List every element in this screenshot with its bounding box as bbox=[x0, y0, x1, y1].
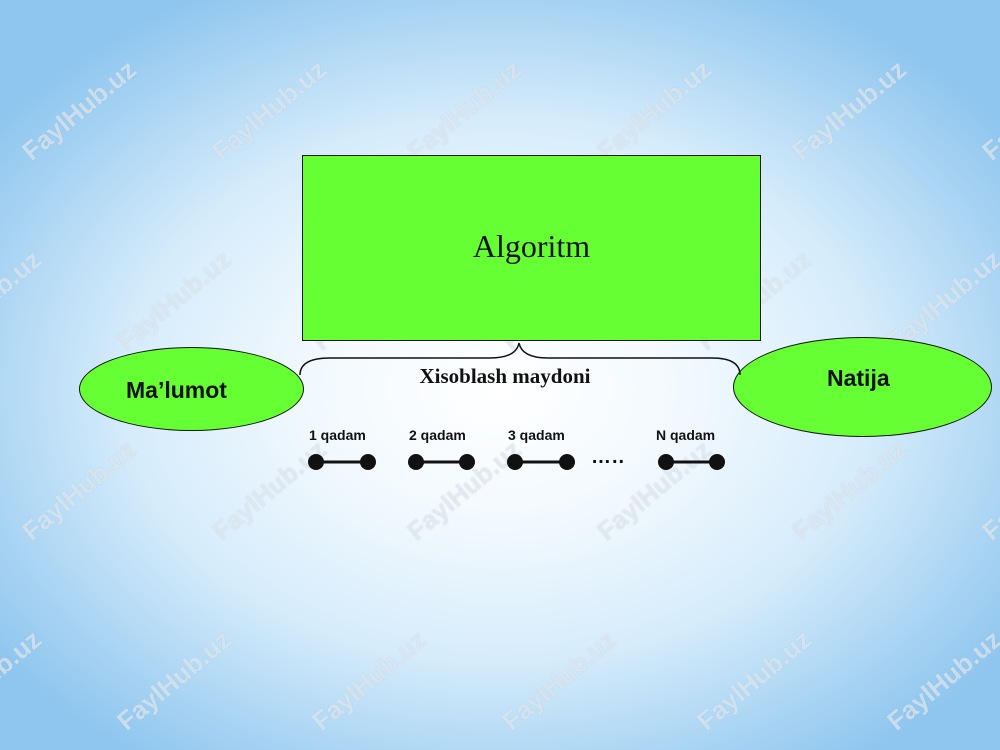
step-label-3: 3 qadam bbox=[508, 427, 565, 443]
step-label-n: N qadam bbox=[656, 427, 716, 443]
step-label-2: 2 qadam bbox=[409, 427, 466, 443]
step-3-connector bbox=[507, 454, 575, 470]
computation-field-label: Xisoblash maydoni bbox=[419, 364, 591, 388]
algorithm-box bbox=[302, 155, 761, 341]
input-label: Ma’lumot bbox=[126, 377, 227, 403]
steps-ellipsis: ….. bbox=[591, 446, 626, 468]
step-2-connector bbox=[408, 454, 475, 470]
input-ellipse bbox=[79, 347, 304, 431]
step-n-connector bbox=[658, 454, 725, 470]
output-label: Natija bbox=[827, 365, 890, 391]
curly-brace bbox=[299, 342, 741, 376]
step-label-1: 1 qadam bbox=[309, 427, 366, 443]
output-ellipse bbox=[733, 337, 992, 437]
step-1-connector bbox=[308, 454, 376, 470]
algorithm-label: Algoritm bbox=[472, 228, 591, 264]
